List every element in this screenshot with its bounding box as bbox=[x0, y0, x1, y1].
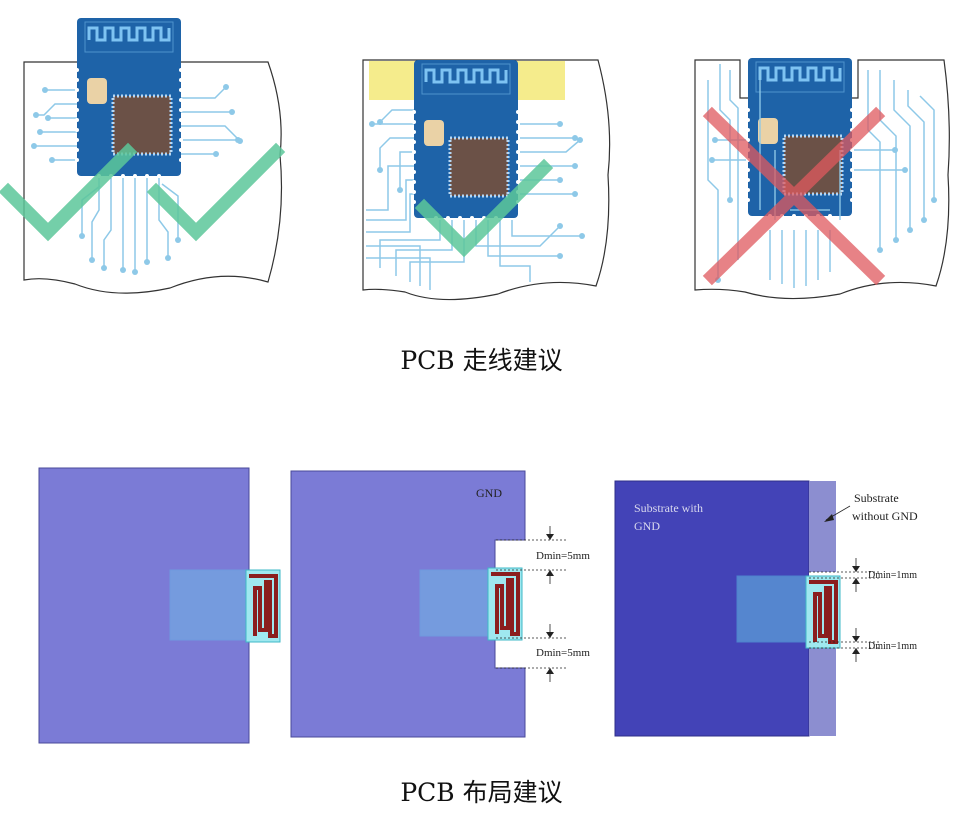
arrow-icon bbox=[824, 514, 834, 522]
dimension-arrows bbox=[852, 566, 860, 654]
substrate-with-gnd-line2: GND bbox=[634, 519, 660, 533]
pcb-antenna bbox=[244, 568, 282, 644]
pcb-antenna bbox=[486, 566, 524, 642]
dmin-bottom-label: Dmin=5mm bbox=[536, 647, 590, 659]
dimension-arrows bbox=[546, 534, 554, 674]
layout-panel-3: Substrate with GND Substrate without GND… bbox=[614, 480, 918, 737]
substrate-without-gnd-line1: Substrate bbox=[854, 491, 899, 505]
gnd-label: GND bbox=[476, 486, 502, 500]
cross-mark-icon bbox=[702, 106, 886, 286]
routing-panel-good-2 bbox=[362, 58, 611, 301]
pcb-antenna bbox=[804, 574, 842, 650]
dmin-bottom-label: Dmin=1mm bbox=[868, 641, 917, 652]
layout-panel-2: GND Dmin=5mm Dmin=5mm bbox=[290, 470, 590, 738]
routing-caption: PCB 走线建议 bbox=[400, 346, 563, 375]
substrate-without-gnd-line2: without GND bbox=[852, 509, 918, 523]
routing-panel-good-1 bbox=[8, 16, 282, 294]
layout-caption: PCB 布局建议 bbox=[400, 778, 563, 807]
dmin-top-label: Dmin=5mm bbox=[536, 550, 590, 562]
bluetooth-module bbox=[410, 58, 522, 222]
substrate-with-gnd-line1: Substrate with bbox=[634, 501, 703, 515]
layout-panel-1 bbox=[38, 467, 282, 744]
dmin-top-label: Dmin=1mm bbox=[868, 570, 917, 581]
routing-panel-bad bbox=[694, 56, 950, 300]
